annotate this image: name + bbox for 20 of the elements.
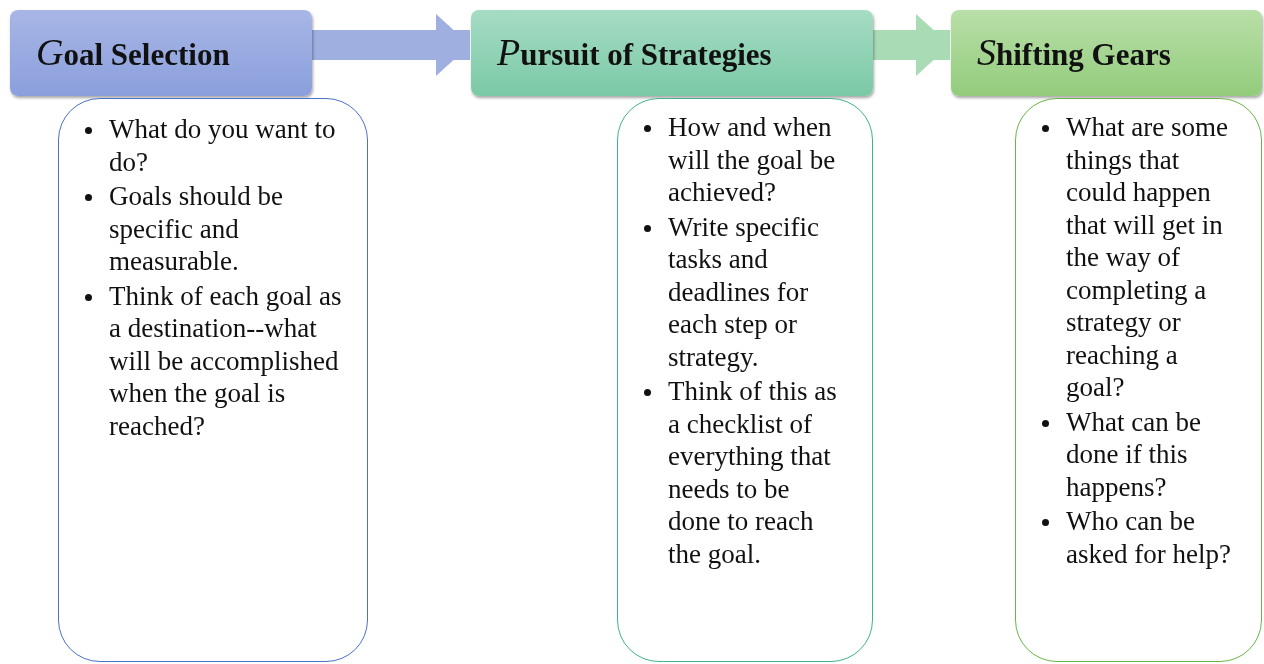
block-arrow: [312, 14, 470, 76]
bullet-text: What are some things that could happen that will get in the way of completing a strategy or reaching a goal?: [1066, 112, 1228, 402]
stage-header-box: [471, 10, 873, 96]
stage-title: Goal Selection: [36, 30, 230, 74]
bullet-text: What can be done if this happens?: [1066, 406, 1201, 502]
bullet-text: What do you want to do?: [109, 114, 336, 177]
rounded-card: [617, 98, 873, 662]
rounded-card: [1015, 98, 1262, 662]
bullet-text: Think of this as a checklist of everything that needs to be done to reach the goal.: [668, 376, 837, 569]
stage-title: Pursuit of Strategies: [497, 30, 772, 74]
block-arrow: [873, 14, 950, 76]
bullet-text: Think of each goal as a destination--what will be accomplished when the goal is reached?: [109, 280, 342, 441]
stage-title: Shifting Gears: [977, 30, 1171, 74]
rounded-card: [58, 98, 368, 662]
bullet-text: Write specific tasks and deadlines for each step or strategy.: [668, 211, 820, 372]
bullet-text: How and when will the goal be achieved?: [668, 112, 836, 207]
bullet-text: Who can be asked for help?: [1066, 506, 1231, 569]
stage-header-box: [951, 10, 1262, 96]
bullet-text: Goals should be specific and measurable.: [109, 181, 283, 276]
stage-header-box: [10, 10, 312, 96]
